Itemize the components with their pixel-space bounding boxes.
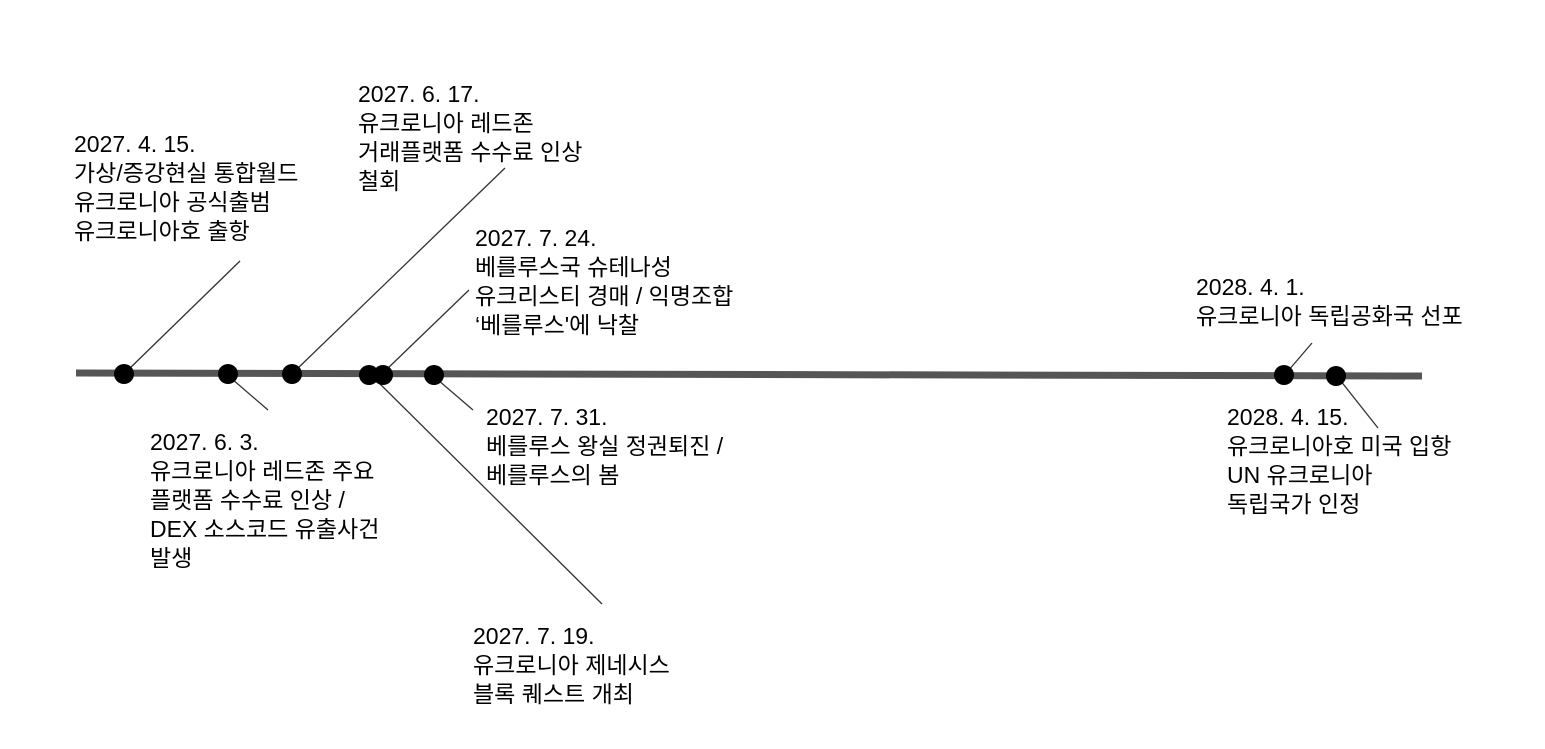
event-text-line: 독립국가 인정 xyxy=(1227,491,1361,517)
event-date: 2027. 7. 31. xyxy=(486,404,608,430)
event-text-line: DEX 소스코드 유출사건 xyxy=(150,516,380,542)
event-text-line: 플랫폼 수수료 인상 / xyxy=(150,487,345,513)
event-text-line: UN 유크로니아 xyxy=(1227,462,1373,488)
event-text-line: 유크로니아 제네시스 xyxy=(473,652,670,678)
event-label-e8: 2028. 4. 15. 유크로니아호 미국 입항 UN 유크로니아 독립국가 … xyxy=(1227,403,1451,519)
connector-e4 xyxy=(375,379,603,605)
event-text-line: 블록 퀘스트 개최 xyxy=(473,681,634,707)
connector-e3 xyxy=(295,167,506,371)
connector-e7 xyxy=(1287,342,1313,372)
event-text-line: 유크로니아호 미국 입항 xyxy=(1227,433,1452,459)
event-text-line: 유크로니아호 출항 xyxy=(74,218,250,244)
event-text-line: 유크로니아 독립공화국 선포 xyxy=(1196,303,1463,329)
connector-lines xyxy=(127,167,1379,605)
timeline-axis xyxy=(75,369,1423,380)
event-dot-e3 xyxy=(282,364,302,384)
event-date: 2028. 4. 15. xyxy=(1227,404,1349,430)
event-date: 2027. 7. 19. xyxy=(473,623,595,649)
event-date: 2028. 4. 1. xyxy=(1196,274,1305,300)
event-text-line: 철회 xyxy=(358,168,401,194)
event-text-line: 거래플랫폼 수수료 인상 xyxy=(358,139,583,165)
event-dots xyxy=(114,364,1346,386)
event-text-line: 유크리스티 경매 / 익명조합 xyxy=(475,283,734,309)
event-text-line: 유크로니아 레드존 xyxy=(358,110,534,136)
event-text-line: 베를루스의 봄 xyxy=(486,462,620,488)
event-label-e5: 2027. 7. 24. 베를루스국 슈테나성 유크리스티 경매 / 익명조합 … xyxy=(475,224,733,340)
event-date: 2027. 4. 15. xyxy=(74,131,196,157)
event-date: 2027. 6. 17. xyxy=(358,81,480,107)
event-text-line: 유크로니아 공식출범 xyxy=(74,189,271,215)
connector-e5 xyxy=(385,289,470,371)
event-date: 2027. 7. 24. xyxy=(475,225,597,251)
event-dot-e5 xyxy=(373,365,393,385)
connector-e2 xyxy=(231,378,269,411)
event-label-e2: 2027. 6. 3. 유크로니아 레드존 주요 플랫폼 수수료 인상 / DE… xyxy=(150,428,379,573)
event-dot-e8 xyxy=(1326,366,1346,386)
event-dot-e4 xyxy=(359,365,379,385)
event-date: 2027. 6. 3. xyxy=(150,429,259,455)
event-label-e7: 2028. 4. 1. 유크로니아 독립공화국 선포 xyxy=(1196,273,1463,331)
connector-e6 xyxy=(437,379,474,411)
event-dot-e1 xyxy=(114,364,134,384)
event-label-e3: 2027. 6. 17. 유크로니아 레드존 거래플랫폼 수수료 인상 철회 xyxy=(358,80,582,196)
event-text-line: 베를루스국 슈테나성 xyxy=(475,254,672,280)
event-dot-e2 xyxy=(218,364,238,384)
event-text-line: 가상/증강현실 통합월드 xyxy=(74,160,299,186)
event-label-e4: 2027. 7. 19. 유크로니아 제네시스 블록 퀘스트 개최 xyxy=(473,622,670,709)
connector-e1 xyxy=(127,260,241,371)
event-text-line: ‘베를루스'에 낙찰 xyxy=(475,312,640,338)
event-text-line: 유크로니아 레드존 주요 xyxy=(150,458,375,484)
event-label-e1: 2027. 4. 15. 가상/증강현실 통합월드 유크로니아 공식출범 유크로… xyxy=(74,130,298,246)
event-dot-e7 xyxy=(1274,365,1294,385)
event-text-line: 베를루스 왕실 정권퇴진 / xyxy=(486,433,724,459)
event-dot-e6 xyxy=(424,365,444,385)
connector-e8 xyxy=(1339,379,1379,429)
event-text-line: 발생 xyxy=(150,545,193,571)
event-label-e6: 2027. 7. 31. 베를루스 왕실 정권퇴진 / 베를루스의 봄 xyxy=(486,403,723,490)
